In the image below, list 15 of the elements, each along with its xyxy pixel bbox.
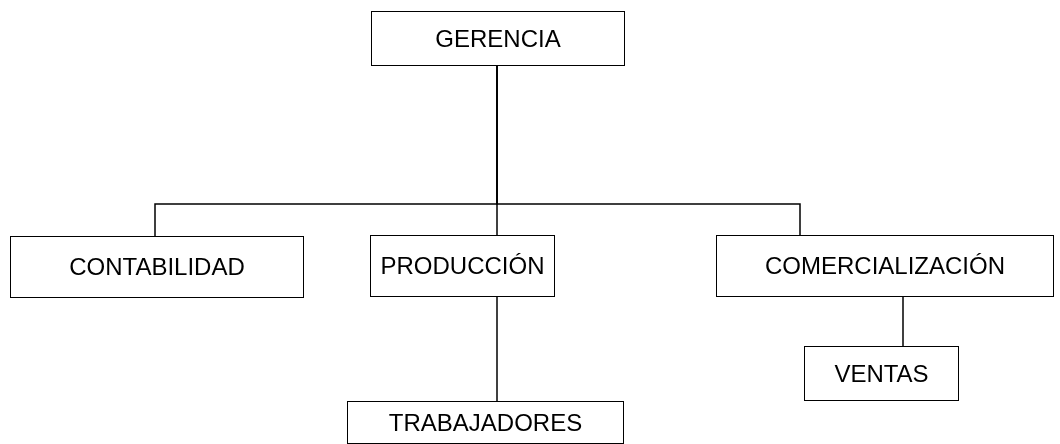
box-label: CONTABILIDAD — [69, 253, 245, 281]
connector-line — [902, 296, 904, 347]
connector-line — [496, 296, 498, 402]
box-label: TRABAJADORES — [388, 408, 583, 437]
org-box — [371, 11, 625, 66]
org-box — [804, 346, 959, 401]
box-label: GERENCIA — [435, 24, 561, 53]
org-box — [716, 235, 1054, 297]
org-box — [370, 235, 555, 297]
box-label: PRODUCCIÓN — [380, 252, 545, 280]
connector-line — [496, 65, 801, 236]
box-label: COMERCIALIZACIÓN — [765, 252, 1005, 280]
org-box — [347, 401, 624, 444]
box-label: VENTAS — [834, 359, 929, 388]
org-box — [10, 236, 304, 298]
